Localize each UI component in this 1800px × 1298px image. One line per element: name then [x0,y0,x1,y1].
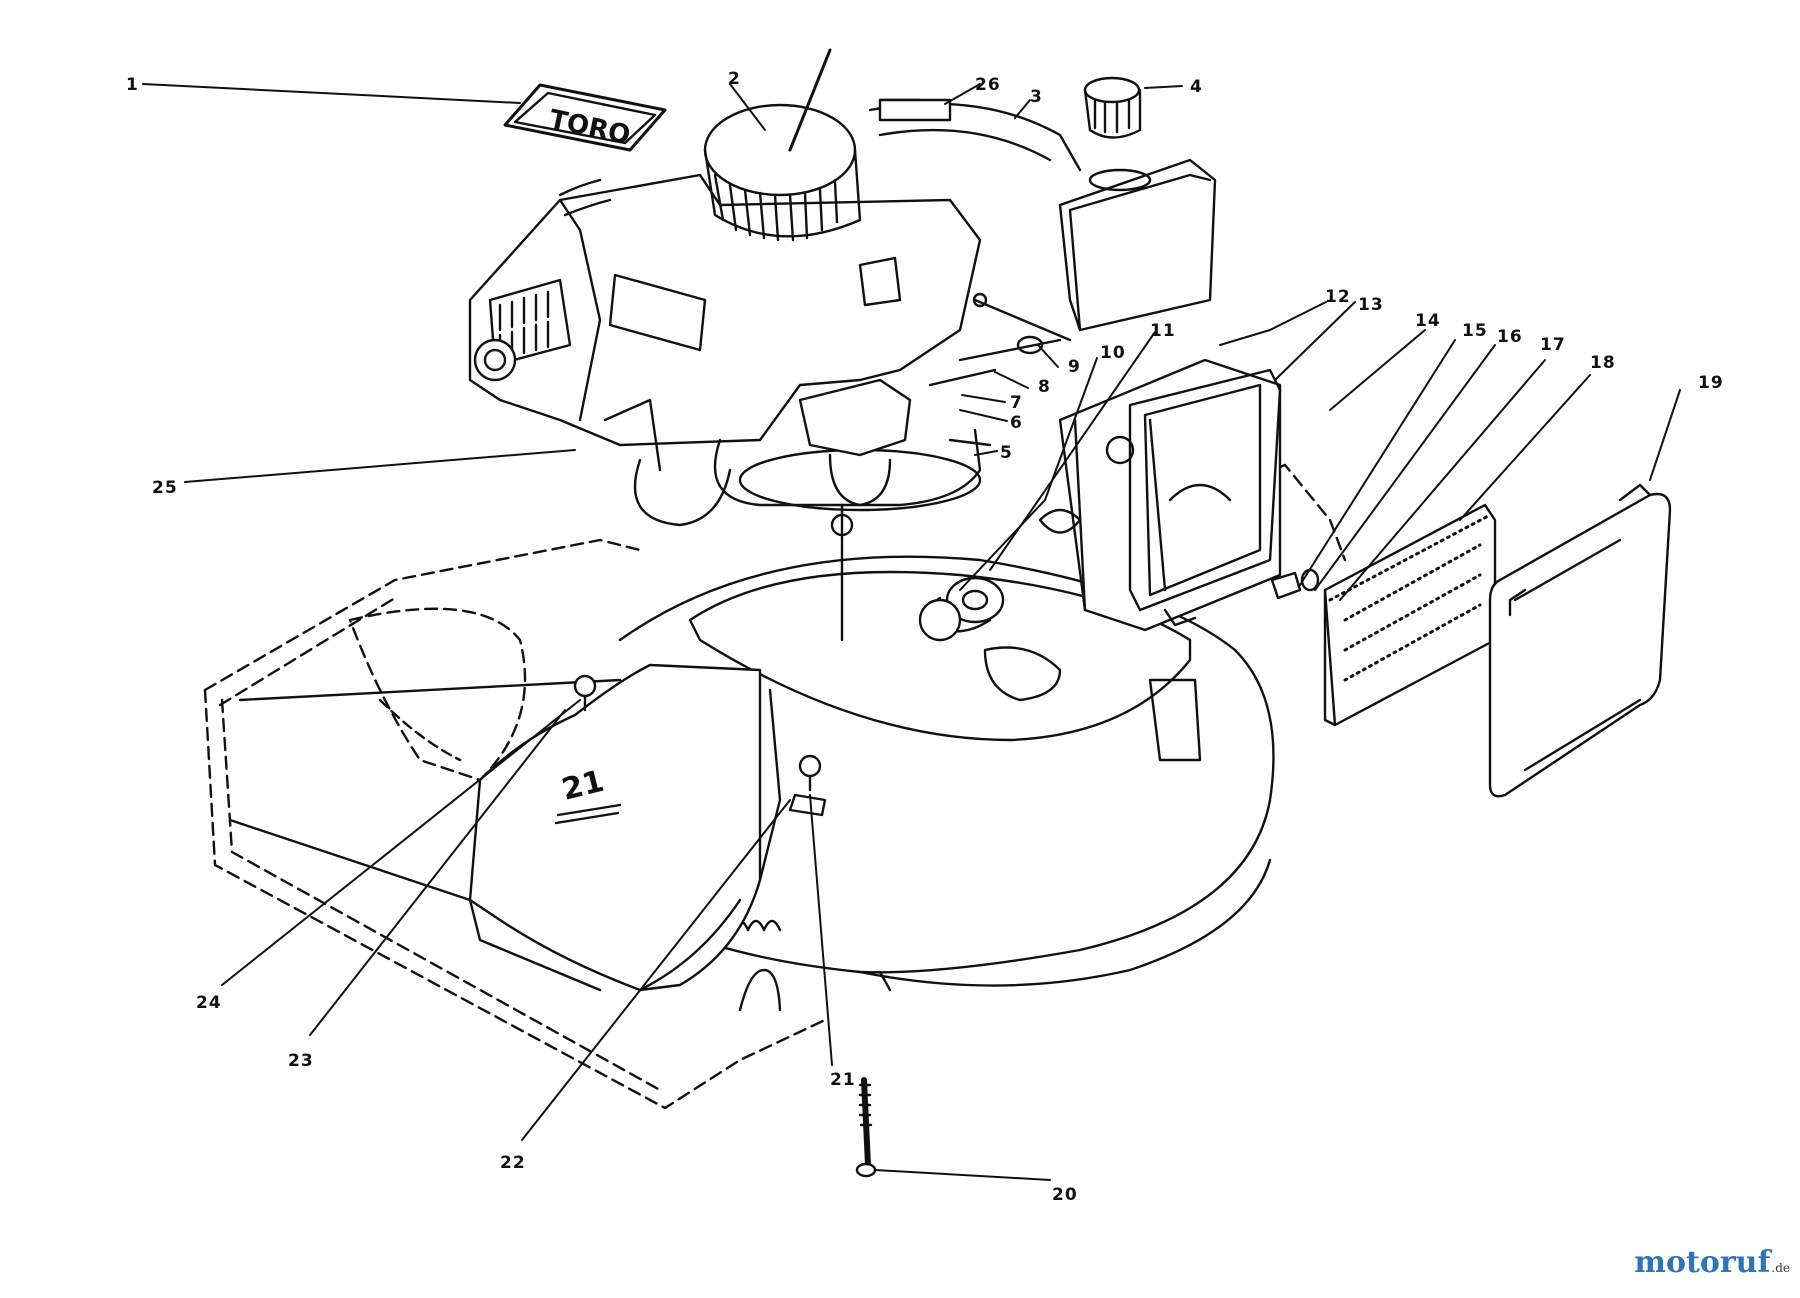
leader-10 [959,357,1098,591]
callout-6: 6 [1010,413,1023,433]
leader-lines [142,83,1681,1181]
callout-17: 17 [1540,335,1566,355]
callout-7: 7 [1010,393,1023,413]
callout-14: 14 [1415,311,1441,331]
leader-9 [1037,344,1059,368]
callout-16: 16 [1497,327,1523,347]
watermark-main: motoruf [1634,1245,1771,1280]
leader-19 [1649,389,1681,481]
leader-1 [142,83,521,104]
leader-24 [221,699,581,986]
engine-assembly [468,48,1217,642]
callout-22: 22 [500,1153,526,1173]
callout-26: 26 [975,75,1001,95]
leader-5 [974,450,998,456]
leader-13 [1274,301,1356,381]
leader-2 [729,83,766,131]
leader-18 [1459,374,1591,521]
callout-labels: 1 2 3 4 5 6 7 8 9 10 11 12 13 14 15 16 1… [126,69,1724,1205]
leader-8 [994,371,1029,389]
leader-6 [959,409,1008,422]
leader-4 [1144,85,1183,89]
fasteners [573,292,1320,1178]
air-filter-cover [1488,483,1672,798]
callout-3: 3 [1030,87,1043,107]
callout-8: 8 [1038,377,1051,397]
leader-16 [1314,344,1496,591]
watermark: motoruf.de [1634,1245,1790,1280]
leader-26 [944,83,981,105]
leader-3 [1014,99,1031,119]
callout-9: 9 [1068,357,1081,377]
watermark-tld: .de [1771,1261,1790,1275]
callout-4: 4 [1190,77,1203,97]
leader-21 [809,794,833,1066]
callout-15: 15 [1462,321,1488,341]
callout-5: 5 [1000,443,1013,463]
leader-15 [1299,339,1456,586]
callout-23: 23 [288,1051,314,1071]
leader-20 [874,1169,1051,1181]
leader-14 [1329,329,1426,411]
callout-21: 21 [830,1070,856,1090]
chute-cover: 21 [468,663,782,992]
leader-7 [961,394,1006,403]
leader-25 [184,449,576,483]
air-filter-base [1038,358,1282,632]
callout-19: 19 [1698,373,1724,393]
callout-20: 20 [1052,1185,1078,1205]
callout-13: 13 [1358,295,1384,315]
callout-24: 24 [196,993,222,1013]
leader-11 [989,331,1156,571]
callout-11: 11 [1150,321,1176,341]
leader-17 [1339,359,1546,601]
leader-23 [309,709,566,1036]
callout-12: 12 [1325,287,1351,307]
air-filter-element [1323,503,1497,727]
callout-2: 2 [728,69,741,89]
callout-18: 18 [1590,353,1616,373]
callout-25: 25 [152,478,178,498]
leader-22 [521,799,791,1141]
callout-1: 1 [126,75,139,95]
leader-12 [1219,301,1327,346]
callout-10: 10 [1100,343,1126,363]
toro-logo-plate: TORO [503,83,667,152]
